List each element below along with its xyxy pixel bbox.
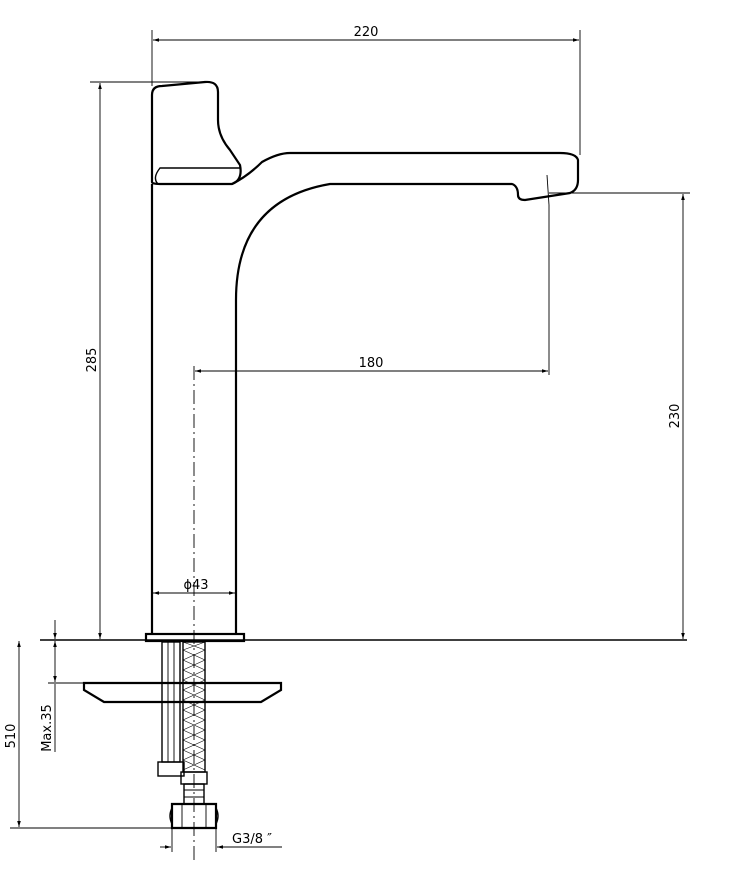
fixing-assembly [82, 641, 283, 830]
body-diameter-label: ϕ43 [183, 578, 208, 593]
dim-connection-thread: G3/8 ″ [160, 828, 282, 852]
fixing-nut [157, 761, 185, 777]
overall-width-label: 220 [354, 25, 379, 40]
connection-thread-label: G3/8 ″ [232, 832, 272, 847]
spout-outline [150, 151, 580, 634]
dim-body-diameter: ϕ43 [153, 578, 235, 595]
lever-handle [150, 80, 242, 186]
hose-length-label: 510 [4, 724, 19, 749]
dim-overall-height: 285 [85, 81, 205, 639]
dim-overall-width: 220 [151, 25, 581, 155]
max-deck-thickness-label: Max.35 [40, 704, 55, 752]
spout-height-label: 230 [668, 404, 683, 429]
overall-height-label: 285 [85, 348, 100, 373]
dim-max-deck-thickness: Max.35 [40, 620, 86, 752]
dim-spout-height: 230 [549, 192, 690, 639]
spout-tip-mark [546, 174, 550, 206]
dim-spout-reach: 180 [195, 205, 550, 375]
backing-plate [82, 681, 283, 704]
base-ring [144, 632, 246, 643]
dim-hose-length: 510 [4, 641, 172, 829]
lever-base [154, 167, 240, 185]
spout-reach-label: 180 [359, 356, 384, 371]
